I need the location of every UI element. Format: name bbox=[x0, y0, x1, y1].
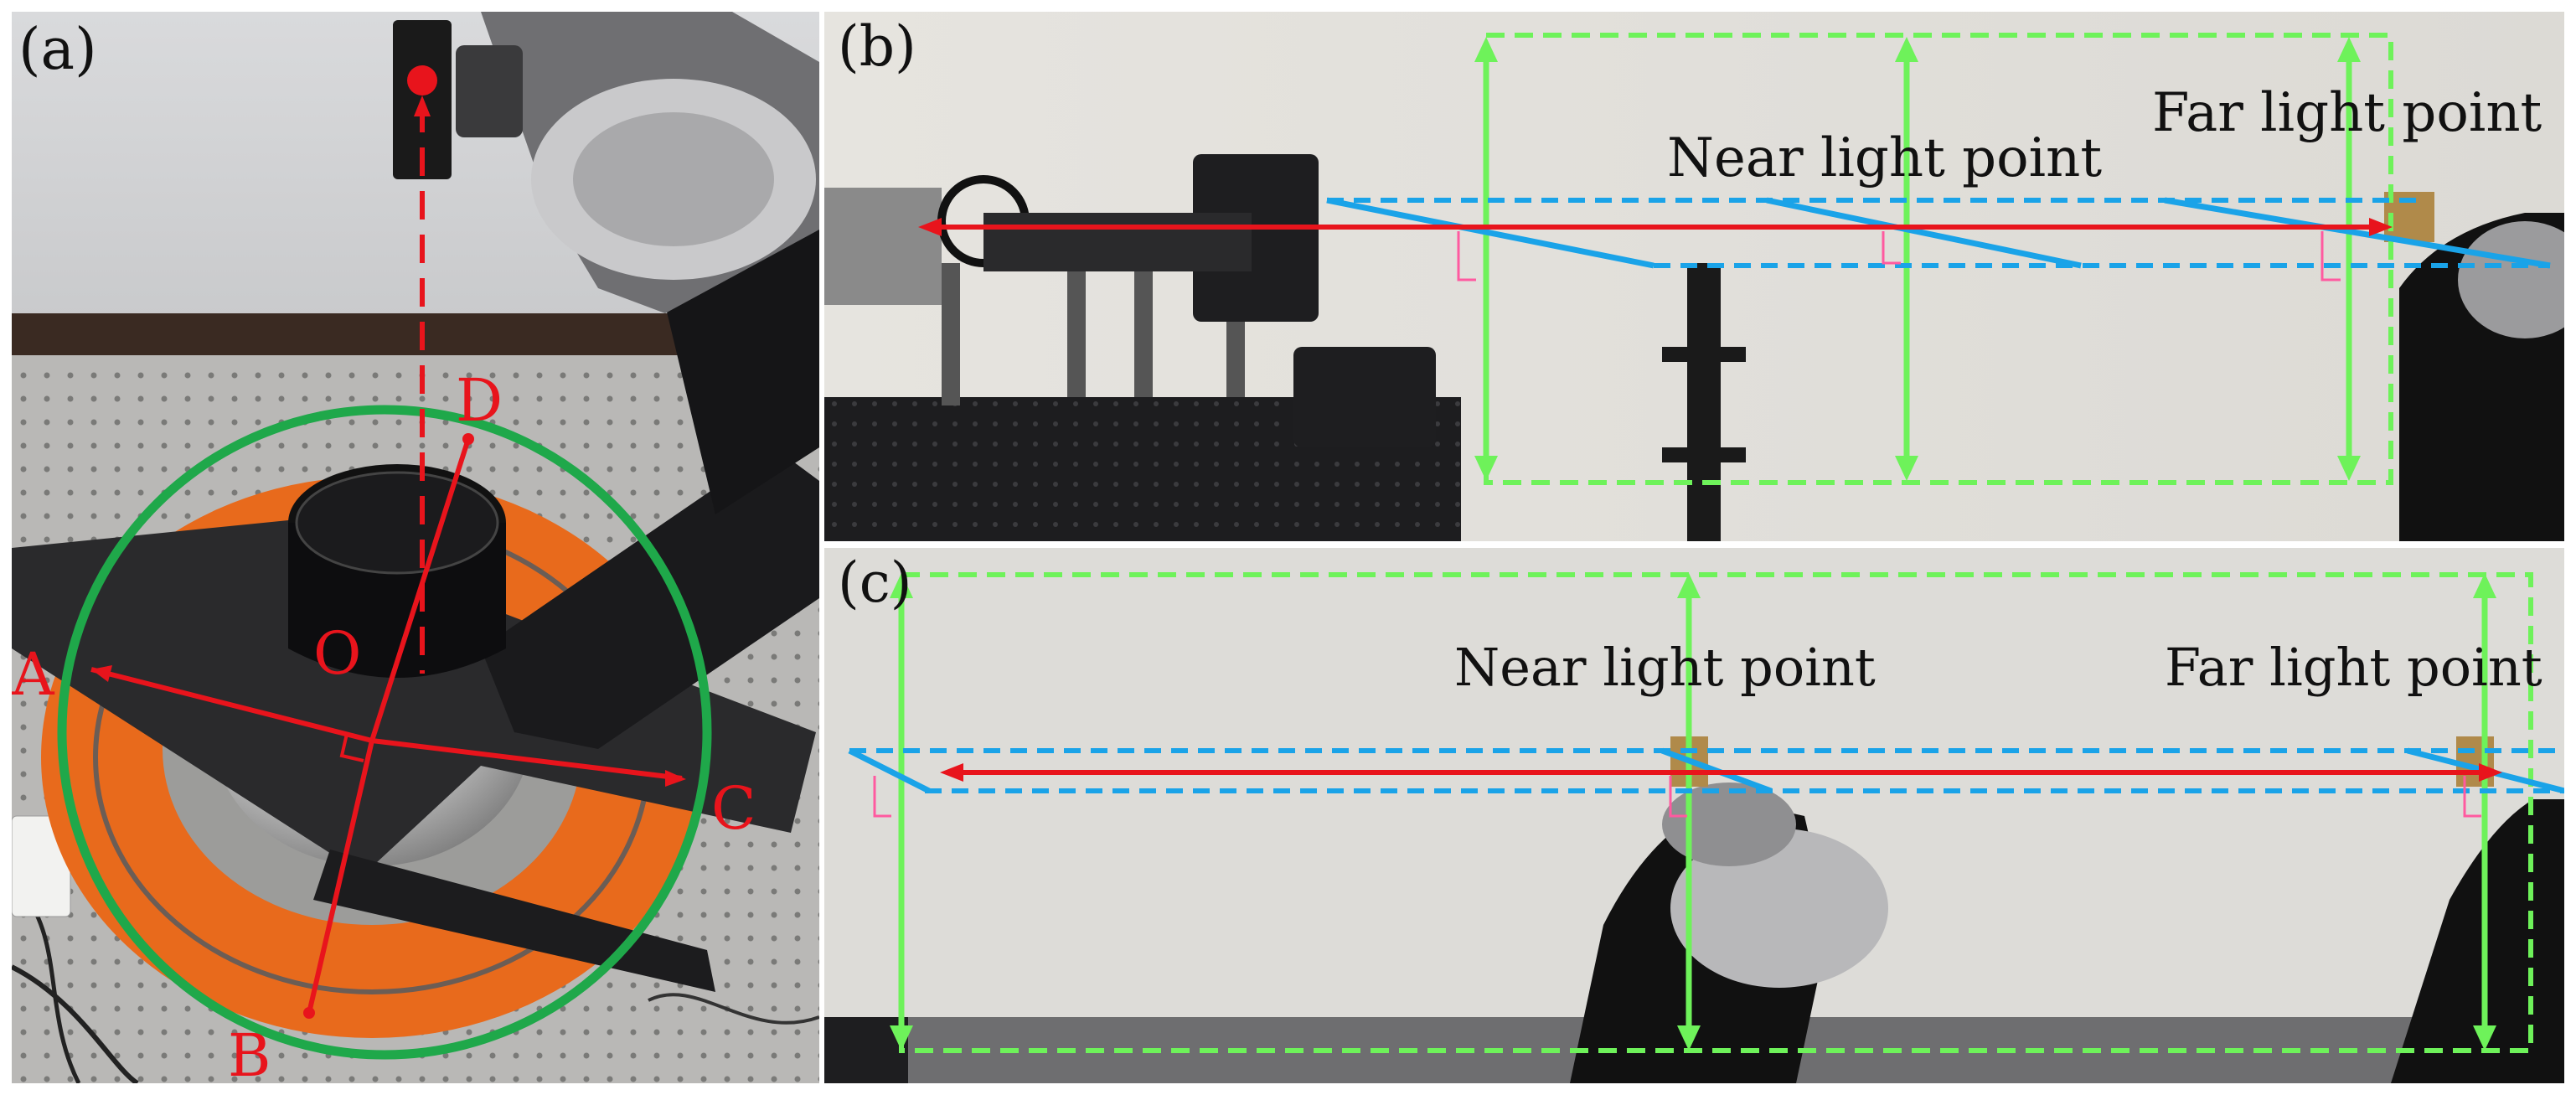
stand-post bbox=[1687, 263, 1721, 541]
stand-shelf bbox=[1662, 447, 1746, 462]
near-light-point-label: Near light point bbox=[1667, 127, 2102, 189]
robot-joint-cover-inner bbox=[573, 112, 774, 246]
arrow-head-icon bbox=[890, 573, 913, 598]
lidar-device bbox=[1293, 347, 1436, 447]
robot-flange bbox=[456, 45, 523, 137]
robot-joint-cover bbox=[1670, 829, 1888, 988]
arrow-head-icon bbox=[2473, 1025, 2496, 1051]
arrow-head-icon bbox=[2337, 456, 2361, 481]
pink-right-angle-marker bbox=[1457, 231, 1476, 281]
arrow-head-icon bbox=[2479, 763, 2502, 782]
laser-point-icon bbox=[407, 65, 437, 96]
panel-c-scene: (c) Near light point Far light point bbox=[824, 548, 2564, 1083]
line-OC bbox=[371, 738, 683, 781]
arrow-head-icon bbox=[940, 763, 963, 782]
lidar-cap bbox=[295, 471, 499, 575]
point-B-marker bbox=[303, 1007, 315, 1019]
point-label-D: D bbox=[456, 366, 503, 435]
right-angle-marker bbox=[339, 733, 364, 762]
arrow-head-icon bbox=[414, 96, 431, 116]
robot-arm bbox=[2391, 799, 2564, 1083]
panel-b-label: (b) bbox=[838, 14, 916, 79]
point-label-B: B bbox=[228, 1021, 271, 1083]
panel-a-label: (a) bbox=[18, 17, 97, 83]
laser-source-box bbox=[824, 188, 942, 305]
arrow-head-icon bbox=[91, 665, 112, 682]
far-light-point-label: Far light point bbox=[2152, 82, 2542, 144]
panel-c-label: (c) bbox=[838, 550, 911, 615]
pink-right-angle-marker bbox=[1669, 776, 1687, 818]
green-reference-circle bbox=[57, 405, 712, 1060]
blue-beam-arrow bbox=[2164, 197, 2551, 269]
blue-beam-arrow bbox=[1766, 197, 2082, 269]
arrow-head-icon bbox=[2369, 218, 2393, 236]
laser-target bbox=[2456, 736, 2494, 787]
black-mount-plate bbox=[12, 514, 816, 875]
panel-c-photo: (c) Near light point Far light point bbox=[824, 548, 2564, 1083]
arrow-head-icon bbox=[1474, 37, 1498, 62]
pink-right-angle-marker bbox=[873, 776, 891, 818]
panel-a-scene: (a) D A O C B bbox=[12, 12, 819, 1083]
line-OB bbox=[307, 740, 374, 1014]
robot-joint-cover bbox=[2458, 221, 2564, 338]
point-D-marker bbox=[462, 433, 474, 445]
blue-beam-arrow bbox=[1326, 197, 1655, 269]
pink-right-angle-marker bbox=[1882, 231, 1901, 265]
panel-a-photo: (a) D A O C B bbox=[12, 12, 819, 1083]
robot-arm-link bbox=[665, 221, 819, 514]
panel-b-photo: (b) Near light point Far light point bbox=[824, 12, 2564, 541]
robot-joint-cover bbox=[1662, 783, 1796, 866]
pink-right-angle-marker bbox=[2463, 776, 2481, 818]
point-label-O: O bbox=[313, 619, 361, 688]
point-label-A: A bbox=[12, 640, 55, 709]
robot-arm-link bbox=[481, 447, 819, 749]
cable bbox=[26, 898, 81, 1083]
lidar-device bbox=[1193, 154, 1319, 322]
optical-rail bbox=[983, 213, 1252, 271]
arrow-head-icon bbox=[665, 770, 686, 787]
arrow-head-icon bbox=[1677, 1025, 1701, 1051]
point-label-C: C bbox=[711, 774, 756, 843]
line-OA bbox=[90, 667, 373, 743]
arrow-head-icon bbox=[1895, 456, 1918, 481]
optical-post bbox=[942, 263, 960, 405]
panel-b-scene: (b) Near light point Far light point bbox=[824, 12, 2564, 541]
arrow-head-icon bbox=[1677, 573, 1701, 598]
near-light-point-label: Near light point bbox=[1454, 637, 1876, 698]
arrow-head-icon bbox=[890, 1025, 913, 1051]
arrow-head-icon bbox=[1895, 37, 1918, 62]
arrow-head-icon bbox=[1474, 456, 1498, 481]
stand-shelf bbox=[1662, 347, 1746, 362]
arrow-head-icon bbox=[918, 218, 942, 236]
blue-beam-arrow bbox=[848, 747, 931, 794]
far-light-point-label: Far light point bbox=[2165, 637, 2542, 698]
cable bbox=[12, 964, 139, 1083]
arrow-head-icon bbox=[2473, 573, 2496, 598]
cable bbox=[648, 993, 819, 1025]
pink-right-angle-marker bbox=[2320, 231, 2341, 281]
arrow-head-icon bbox=[2337, 37, 2361, 62]
line-OD bbox=[369, 438, 471, 741]
